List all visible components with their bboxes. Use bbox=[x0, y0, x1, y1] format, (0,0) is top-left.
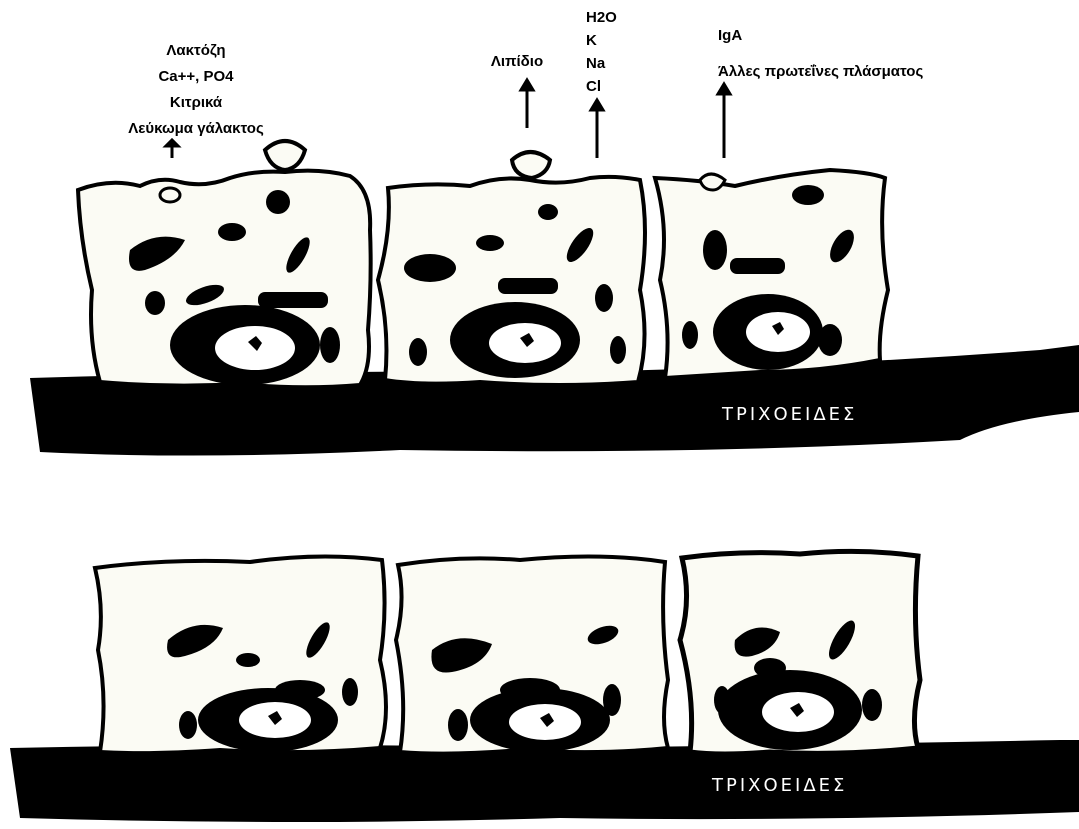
label-water: H2O bbox=[586, 9, 617, 26]
label-iga: IgA bbox=[718, 27, 742, 44]
top-panel: Λακτόζη Ca++, PO4 Κιτρικά Λεύκωμα γάλακτ… bbox=[30, 9, 1079, 456]
label-chloride: Cl bbox=[586, 78, 601, 95]
label-milk-protein: Λεύκωμα γάλακτος bbox=[128, 120, 264, 137]
label-lactose: Λακτόζη bbox=[166, 42, 225, 59]
resting-cell-3 bbox=[680, 551, 920, 754]
resting-cell-2 bbox=[396, 556, 668, 753]
label-sodium: Na bbox=[586, 55, 606, 72]
label-lipid: Λιπίδιο bbox=[491, 53, 543, 70]
label-citrate: Κιτρικά bbox=[170, 94, 223, 111]
secretory-cell-2 bbox=[378, 152, 645, 385]
label-potassium: K bbox=[586, 32, 597, 49]
bottom-panel: ΤΡΙΧΟΕΙΔΕΣ bbox=[10, 551, 1079, 822]
capillary-label-bottom: ΤΡΙΧΟΕΙΔΕΣ bbox=[711, 775, 847, 796]
resting-cell-1 bbox=[95, 556, 386, 753]
label-calcium-phosphate: Ca++, PO4 bbox=[158, 68, 234, 85]
secretion-arrows-top bbox=[166, 80, 730, 158]
secretory-cell-3 bbox=[655, 170, 888, 378]
secretory-cell-1 bbox=[78, 141, 371, 387]
label-plasma-proteins: Άλλες πρωτεΐνες πλάσματος bbox=[718, 63, 923, 80]
capillary-label-top: ΤΡΙΧΟΕΙΔΕΣ bbox=[721, 404, 857, 425]
